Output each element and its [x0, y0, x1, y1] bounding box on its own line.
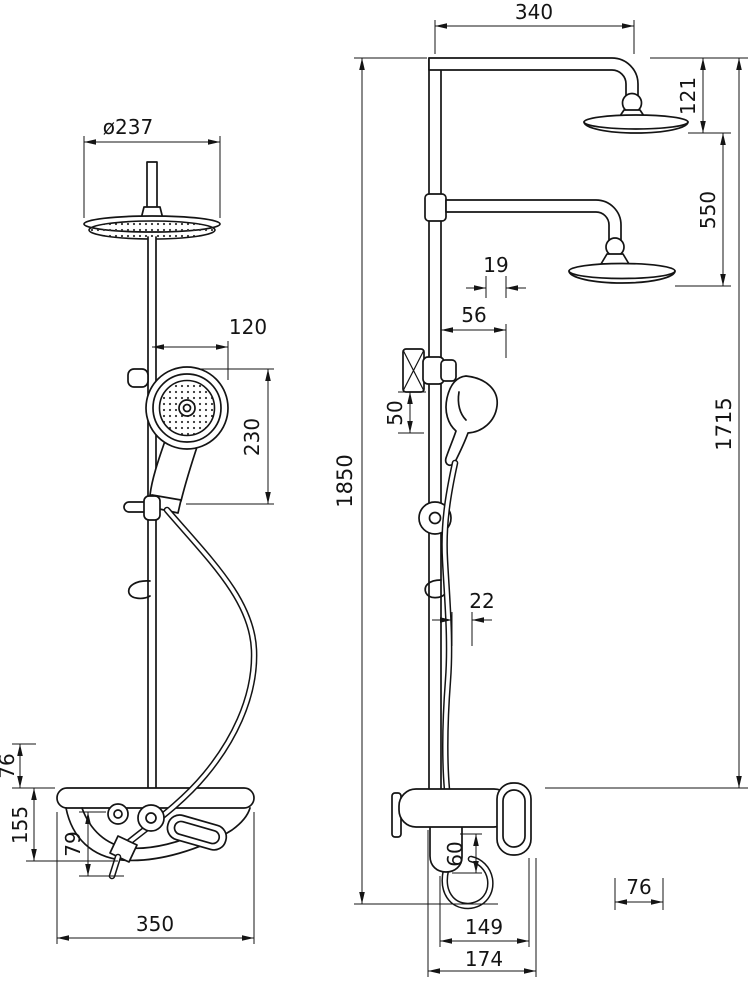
mixer-spout-side	[429, 825, 463, 873]
dim-overall-height: 1850	[333, 454, 357, 507]
side-view	[391, 57, 689, 910]
mixer-lever-side	[496, 782, 532, 856]
dim-holder-drop: 50	[383, 400, 407, 425]
side-dimensions: 340 121 550 1715 1850 19 56 50 22 60 76	[333, 0, 748, 977]
dim-head-spacing: 550	[696, 191, 720, 229]
dim-hose-offset: 22	[469, 589, 494, 613]
dim-body-depth: 149	[465, 915, 503, 939]
overhead-shower-side-lower	[568, 262, 676, 284]
dim-shelf-section-height: 155	[8, 806, 32, 844]
dim-handle-clearance: 76	[626, 875, 651, 899]
dim-clip-above-shelf: 76	[0, 753, 19, 778]
dim-holder-reach: 56	[461, 303, 486, 327]
hand-shower-holder-front	[127, 368, 149, 388]
dim-riser-height: 1715	[712, 397, 736, 450]
diverter-knob	[107, 803, 129, 825]
slide-clamp-front	[123, 495, 161, 521]
riser-pipe-side	[428, 57, 442, 789]
hose-guide-front	[127, 580, 151, 600]
temperature-knob	[137, 804, 165, 832]
hand-shower-hose-front	[108, 506, 258, 880]
hose-loop-bottom	[441, 855, 494, 910]
wall-bracket-side	[402, 348, 445, 393]
overhead-shower-side-top	[583, 114, 689, 134]
hand-shower-side	[444, 375, 498, 467]
tub-spout-front	[166, 814, 228, 851]
dim-pipe-offset: 19	[483, 253, 508, 277]
dim-top-head-drop: 121	[676, 77, 700, 115]
dim-overall-depth: 174	[465, 947, 503, 971]
dim-spout-height: 60	[443, 841, 467, 866]
lower-shower-arm	[445, 199, 622, 241]
front-dimensions: ø237 120 230 76 155 79 350	[0, 115, 274, 944]
dim-hand-shower-drop: 230	[240, 418, 264, 456]
shower-face-front	[88, 220, 216, 240]
overhead-shower-front	[83, 161, 221, 240]
dim-head-diameter: ø237	[103, 115, 153, 139]
dim-below-shelf-drop: 79	[61, 831, 85, 856]
hand-shower-hose-side	[441, 459, 459, 794]
dim-hand-shower-offset: 120	[229, 315, 267, 339]
front-view	[56, 161, 258, 880]
hand-shower-holder-side	[440, 359, 457, 382]
hose-guide-side	[424, 579, 446, 599]
dim-shelf-width: 350	[136, 912, 174, 936]
top-shower-arm	[428, 57, 639, 99]
lower-arm-tee	[424, 193, 447, 222]
mixer-body-side	[391, 788, 512, 838]
dim-top-arm-reach: 340	[515, 0, 553, 24]
hand-shower-front	[127, 366, 229, 514]
